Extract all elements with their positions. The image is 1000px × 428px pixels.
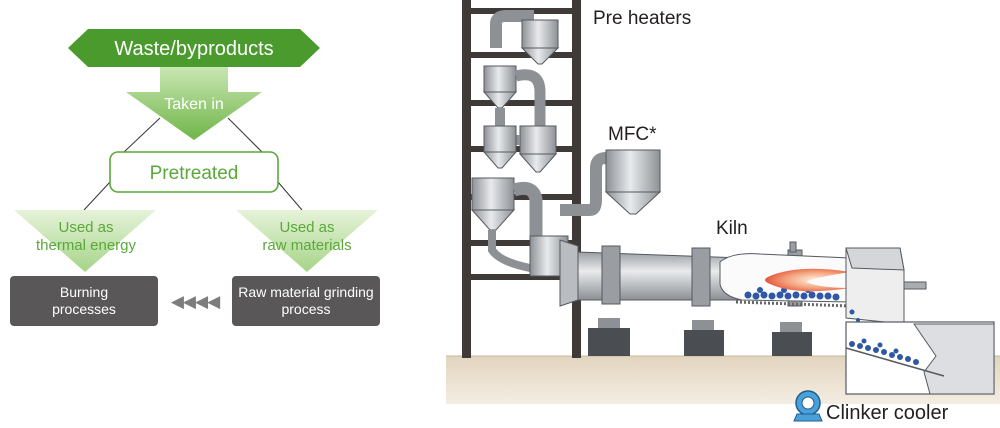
burning-processes-box (10, 276, 158, 326)
raw-label-line2: raw materials (262, 237, 351, 254)
grinding-label-line2: process (281, 301, 330, 317)
fan-icon (793, 390, 823, 422)
preheater-cyclones (470, 10, 569, 277)
kiln-hood (845, 247, 905, 325)
mfc-label: MFC* (608, 124, 657, 145)
grinding-label-line1: Raw material grinding (238, 284, 373, 300)
thermal-label-line2: thermal energy (36, 237, 137, 254)
thermal-label-line1: Used as (58, 219, 113, 236)
flowchart: Waste/byproducts Taken in Pretreated Use… (10, 29, 380, 326)
clinker-cooler (845, 321, 995, 395)
mfc-unit (560, 149, 662, 216)
pretreated-label: Pretreated (150, 163, 239, 184)
burning-label-line2: processes (52, 301, 116, 317)
taken-in-arrow (126, 67, 262, 140)
taken-in-label: Taken in (164, 96, 224, 113)
cement-plant-illustration: Pre heaters MFC* Kiln Clinker cooler (446, 0, 1000, 424)
connector-line (83, 181, 111, 211)
header-label: Waste/byproducts (114, 38, 273, 60)
connector-line (123, 117, 161, 153)
raw-label-line1: Used as (279, 219, 334, 236)
flow-left-arrows: ◀◀◀◀ (171, 292, 221, 311)
kiln-inlet-hood (559, 239, 579, 307)
connector-line (227, 117, 263, 153)
kiln-label: Kiln (716, 218, 748, 239)
raw-materials-arrow (236, 210, 378, 272)
connector-line (277, 181, 303, 211)
rotary-kiln (577, 241, 927, 308)
pretreated-box (109, 151, 279, 193)
header-banner (68, 29, 320, 67)
kiln-supports (588, 318, 812, 356)
clinker-cooler-label: Clinker cooler (826, 402, 949, 424)
burning-label-line1: Burning (60, 284, 108, 300)
thermal-energy-arrow (14, 210, 156, 272)
grinding-process-box (232, 276, 380, 326)
preheaters-label: Pre heaters (593, 8, 691, 29)
